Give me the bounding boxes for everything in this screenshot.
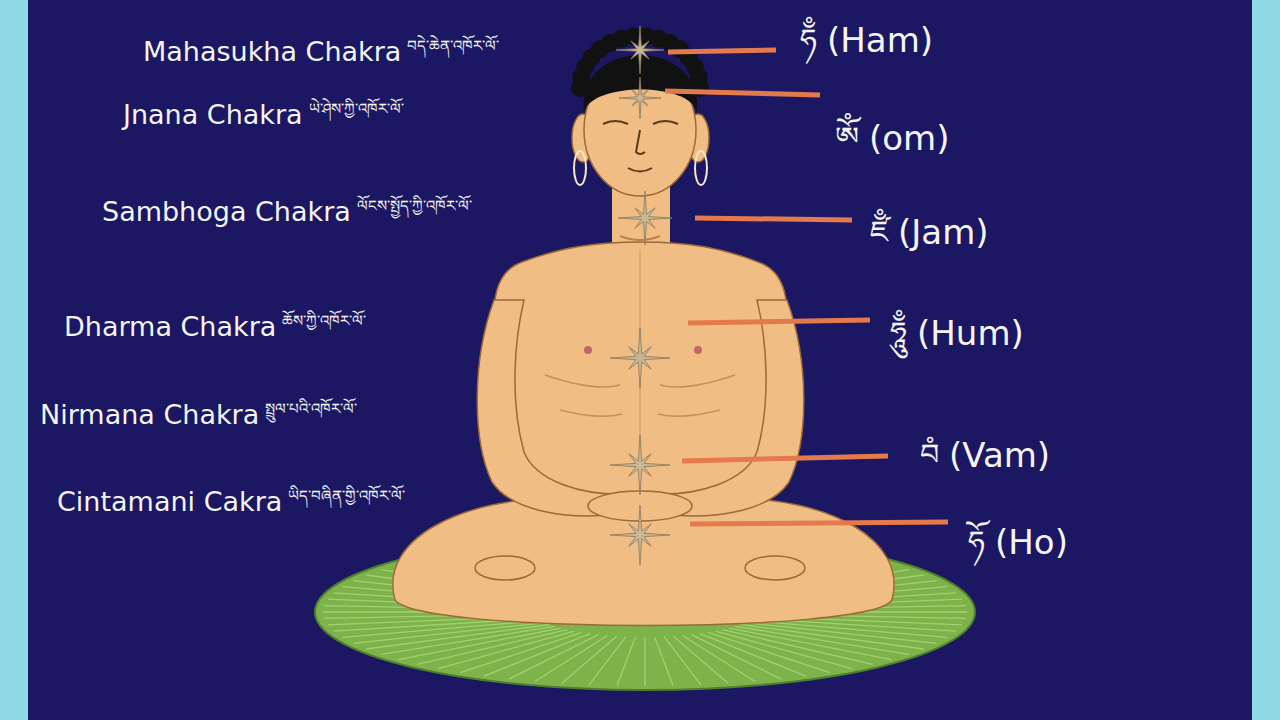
torso: [493, 242, 787, 506]
leader-line: [695, 218, 852, 220]
seed-syllable: བཾ: [920, 437, 939, 473]
tibetan-chakra-name: ཡིད་བཞིན་གྱི་འཁོར་ལོ་: [288, 487, 405, 505]
seed-syllable: ཧཱུྃ: [890, 315, 907, 351]
tibetan-chakra-name: བདེ་ཆེན་འཁོར་ལོ་: [407, 37, 499, 55]
seed-syllable: ཧྃ: [800, 22, 817, 58]
tibetan-chakra-name: ཆོས་ཀྱི་འཁོར་ལོ་: [282, 312, 366, 330]
left-foot: [475, 556, 535, 580]
tibetan-chakra-name: ལོངས་སྤྱོད་ཀྱི་འཁོར་ལོ་: [357, 197, 472, 215]
syllable-romanization: (Ham): [827, 20, 933, 61]
right-arm: [653, 300, 804, 516]
lotus-vein: [723, 630, 873, 665]
mouth: [628, 168, 652, 172]
chakra-stars: [610, 26, 672, 565]
seed-syllable: ཛྃ: [870, 214, 888, 250]
leader-line: [682, 456, 888, 461]
chakra-star: [610, 328, 670, 388]
chakra-name: Dharma Chakra: [64, 311, 276, 343]
lotus-vein: [655, 637, 673, 686]
chakra-star: [619, 77, 661, 119]
chakra-name: Cintamani Cakra: [57, 486, 282, 518]
right-earring: [695, 151, 707, 185]
syllable-romanization: (om): [869, 118, 949, 159]
lotus-vein: [716, 631, 852, 669]
left-nipple: [584, 346, 592, 354]
neck-fold: [620, 236, 660, 240]
chakra-name: Jnana Chakra: [123, 99, 303, 131]
chakra-name: Mahasukha Chakra: [143, 36, 401, 68]
lotus-vein: [535, 635, 608, 681]
lotus-vein: [417, 630, 567, 665]
lotus-vein: [644, 637, 645, 686]
leader-line: [668, 50, 776, 52]
lotus-vein: [700, 634, 806, 676]
lotus-vein: [353, 623, 545, 644]
tibetan-chakra-name: ཡེ་ཤེས་ཀྱི་འཁོར་ལོ་: [309, 100, 404, 118]
chakra-name: Nirmana Chakra: [40, 399, 259, 431]
chakra-star: [610, 435, 670, 495]
leader-line: [665, 91, 820, 95]
seed-syllable: ཧོ: [968, 524, 985, 560]
left-eye: [603, 121, 628, 124]
lotus-vein: [398, 628, 560, 659]
right-foot: [745, 556, 805, 580]
chakra-name: Sambhoga Chakra: [102, 196, 351, 228]
chakra-star: [616, 26, 664, 74]
syllable-romanization: (Ho): [995, 522, 1068, 563]
chakra-star: [610, 505, 670, 565]
tibetan-chakra-name: སྤྲུལ་པའི་འཁོར་ལོ་: [265, 400, 357, 418]
syllable-romanization: (Hum): [917, 313, 1024, 354]
right-nipple: [694, 346, 702, 354]
seed-syllable: ཨོཾ: [835, 120, 859, 156]
leader-line: [690, 522, 948, 524]
chakra-star: [618, 191, 672, 245]
nose: [636, 130, 645, 154]
leader-line: [688, 320, 870, 323]
left-earring: [574, 151, 586, 185]
syllable-romanization: (Jam): [898, 212, 989, 253]
right-eye: [653, 121, 678, 124]
syllable-romanization: (Vam): [949, 435, 1050, 476]
lotus-vein: [691, 635, 781, 679]
left-arm: [477, 300, 628, 516]
